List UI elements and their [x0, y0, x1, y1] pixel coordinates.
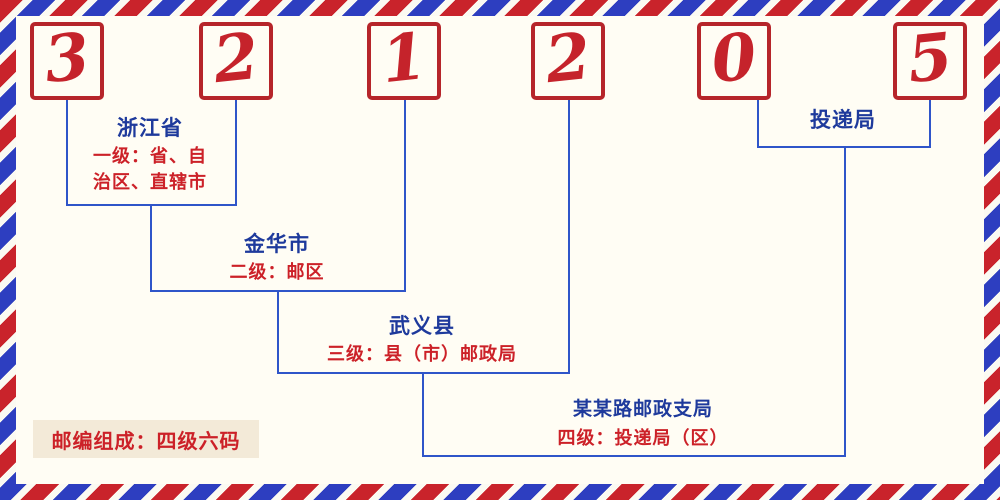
province-name: 浙江省 — [117, 116, 183, 140]
connector-line — [235, 100, 237, 204]
composition-note-badge: 邮编组成：四级六码 — [33, 420, 259, 458]
city-level-desc: 二级：邮区 — [229, 262, 325, 283]
connector-line — [277, 290, 279, 374]
county-name: 武义县 — [389, 314, 455, 338]
branch-office-name: 某某路邮政支局 — [572, 398, 713, 420]
digit-3: 1 — [377, 18, 430, 99]
city-name: 金华市 — [244, 232, 310, 256]
connector-line — [422, 455, 846, 457]
digit-6: 5 — [903, 18, 956, 99]
connector-line — [568, 100, 570, 374]
digit-box-6: 5 — [893, 18, 967, 100]
diagram-canvas: 3 2 1 2 0 5 — [16, 16, 984, 484]
connector-line — [150, 204, 152, 292]
digit-1: 3 — [40, 18, 93, 99]
digit-box-5: 0 — [697, 18, 771, 100]
connector-line — [757, 146, 931, 148]
connector-line — [844, 146, 846, 457]
county-level-desc: 三级：县（市）邮政局 — [327, 344, 517, 365]
branch-level-desc: 四级：投递局（区） — [557, 428, 729, 449]
connector-line — [929, 100, 931, 146]
digit-box-4: 2 — [531, 18, 605, 100]
digit-box-3: 1 — [367, 18, 441, 100]
digit-box-2: 2 — [199, 18, 273, 100]
connector-line — [66, 100, 68, 204]
connector-line — [757, 100, 759, 146]
connector-line — [422, 372, 424, 457]
province-level-desc-line2: 治区、直辖市 — [93, 172, 207, 193]
connector-line — [404, 100, 406, 292]
digit-5: 0 — [707, 18, 760, 99]
digit-box-1: 3 — [30, 18, 104, 100]
digit-2: 2 — [209, 18, 262, 99]
digit-4: 2 — [541, 18, 594, 99]
delivery-office-name: 投递局 — [810, 108, 876, 132]
province-level-desc-line1: 一级：省、自 — [93, 146, 207, 167]
